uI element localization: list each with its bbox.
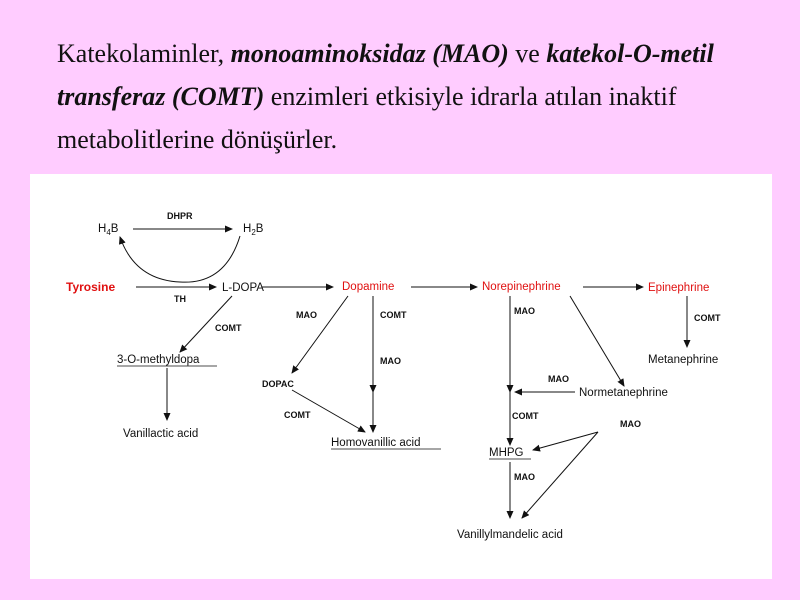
enzyme-comt-epinephrine: COMT: [694, 313, 721, 323]
arrow-dopac-homovanillic: [291, 389, 366, 433]
compound-norepinephrine: Norepinephrine: [482, 281, 561, 293]
enzyme-mao-mhpg: MAO: [514, 472, 535, 482]
compound-homovanillic-acid: Homovanillic acid: [331, 437, 420, 449]
compound-metanephrine: Metanephrine: [648, 354, 718, 366]
compound-3-o-methyldopa: 3-O-methyldopa: [117, 354, 200, 366]
enzyme-dhpr: DHPR: [167, 211, 193, 221]
enzyme-mao-normetanephrine: MAO: [548, 374, 569, 384]
caption-part-1: Katekolaminler,: [57, 39, 231, 68]
h2b-label: H2B: [243, 223, 264, 237]
arrow-normetanephrine-vma: [521, 431, 599, 519]
caption-comt-term: katekol-O-metil transferaz (COMT): [57, 39, 714, 111]
underlines: [117, 365, 531, 460]
enzyme-th: TH: [174, 294, 186, 304]
compound-epinephrine: Epinephrine: [648, 282, 709, 294]
compound-ldopa: L-DOPA: [222, 282, 264, 294]
arrow-ldopa-omethyldopa: [179, 295, 233, 353]
enzyme-mao-norepinephrine: MAO: [514, 306, 535, 316]
enzyme-mao-normetanephrine-2: MAO: [620, 419, 641, 429]
enzyme-comt-dopac: COMT: [284, 410, 311, 420]
compound-dopamine: Dopamine: [342, 281, 394, 293]
h4b-label: H4B: [98, 223, 119, 237]
compound-vanillylmandelic-acid: Vanillylmandelic acid: [457, 529, 563, 541]
diagram-panel: [30, 174, 772, 579]
arrow-norepinephrine-normetanephrine: [569, 295, 625, 387]
compound-normetanephrine: Normetanephrine: [579, 387, 668, 399]
caption-text: Katekolaminler, monoaminoksidaz (MAO) ve…: [57, 32, 777, 161]
compound-dopac: DOPAC: [262, 379, 294, 389]
pathway-arrows: [119, 225, 691, 519]
enzyme-mao-dopamine: MAO: [296, 310, 317, 320]
enzyme-comt-ldopa: COMT: [215, 323, 242, 333]
compound-vanillactic-acid: Vanillactic acid: [123, 428, 198, 440]
arrow-normetanephrine-mhpg: [532, 431, 599, 452]
caption-part-3: enzimleri etkisiyle idrarla atılan inakt…: [57, 82, 677, 154]
caption-part-2: ve: [508, 39, 547, 68]
arrow-dopamine-dopac: [291, 295, 349, 374]
enzyme-comt-dopamine: COMT: [380, 310, 407, 320]
enzyme-mao-dopamine-2: MAO: [380, 356, 401, 366]
enzyme-comt-norepinephrine: COMT: [512, 411, 539, 421]
compound-mhpg: MHPG: [489, 447, 524, 459]
arrow-cofactor-cycle: [119, 235, 241, 283]
caption-mao-term: monoaminoksidaz (MAO): [230, 39, 509, 68]
compound-tyrosine: Tyrosine: [66, 280, 115, 294]
